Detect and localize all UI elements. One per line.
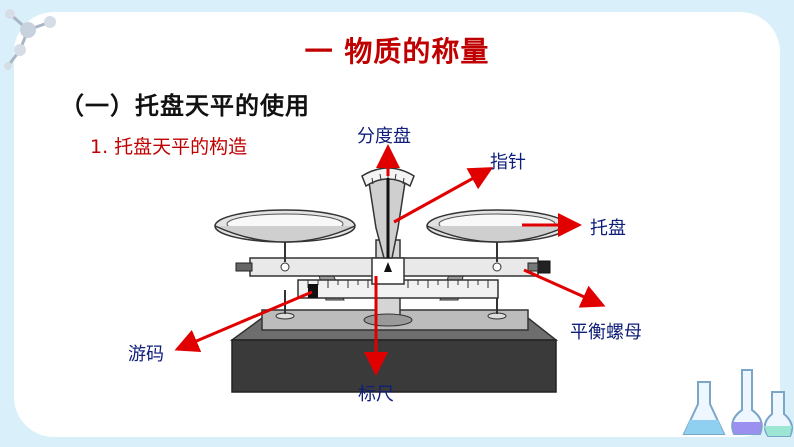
arrow-rider — [174, 290, 313, 353]
slide-title: 一 物质的称量 — [304, 35, 490, 68]
subheading: 1. 托盘天平的构造 — [90, 136, 248, 158]
label-pan: 托盘 — [590, 218, 626, 239]
label-pointer: 指针 — [490, 152, 526, 173]
arrow-pointer — [393, 167, 494, 224]
section-heading: （一）托盘天平的使用 — [60, 92, 310, 120]
label-balance-nut: 平衡螺母 — [570, 322, 642, 343]
arrow-balance-nut — [523, 268, 606, 308]
label-dial: 分度盘 — [357, 126, 411, 147]
label-beam: 标尺 — [358, 384, 394, 405]
label-rider: 游码 — [128, 344, 164, 365]
